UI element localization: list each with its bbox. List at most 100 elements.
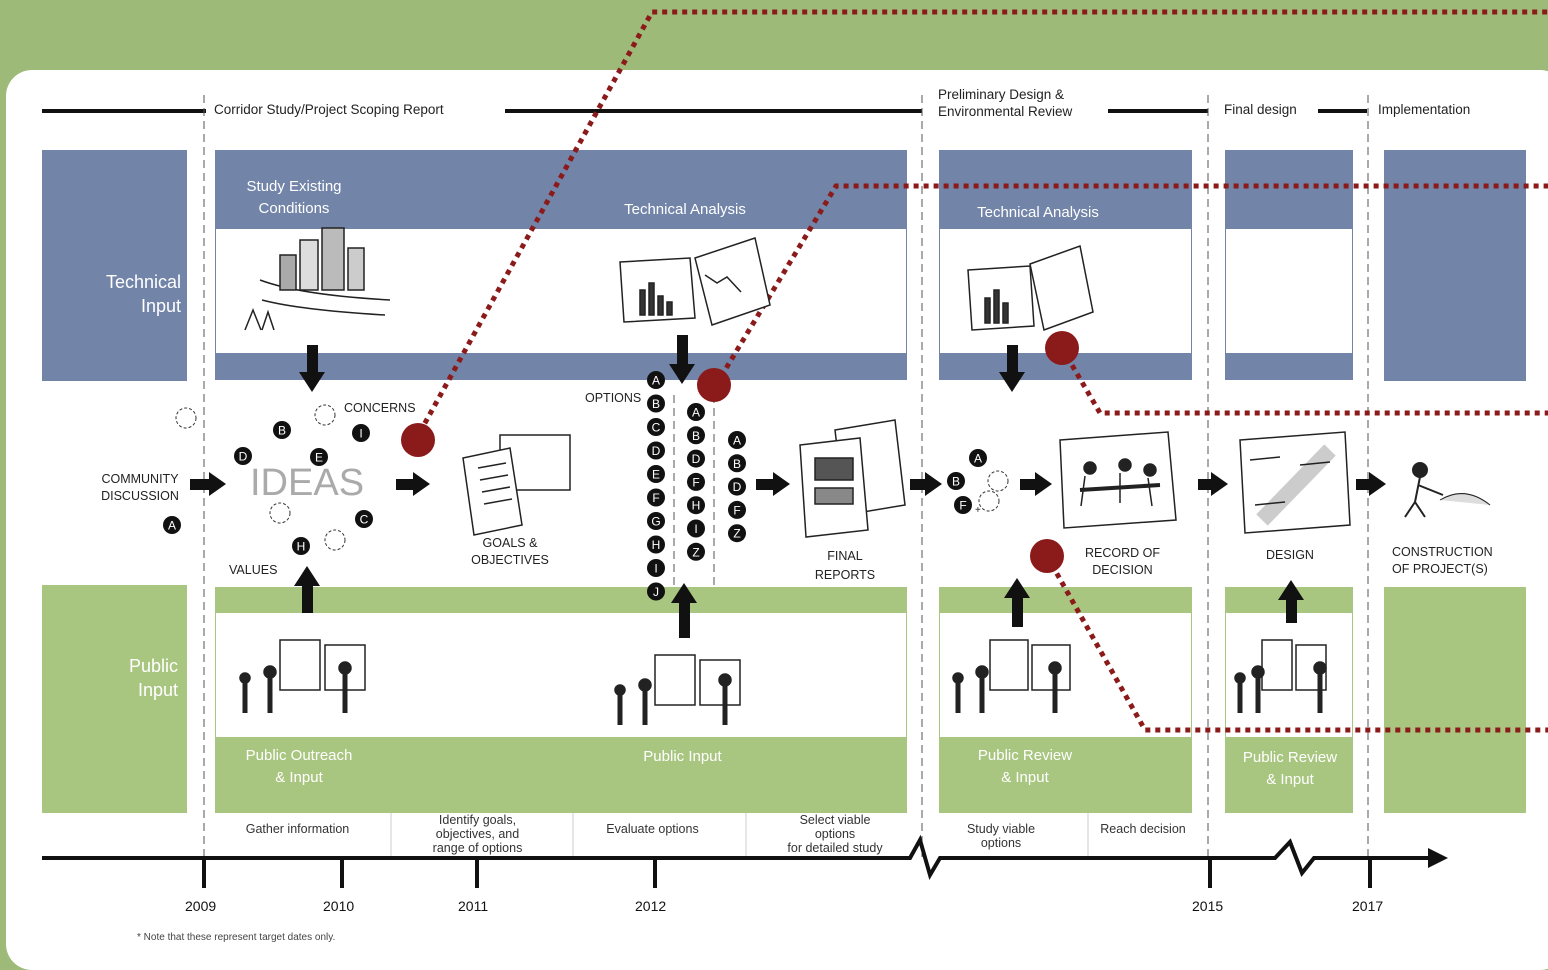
goals-document-sketch	[462, 434, 571, 536]
year-2010: 2010	[323, 898, 355, 914]
arrow-right	[190, 472, 226, 496]
option-badge-a: A	[647, 371, 665, 389]
option-badge-z: Z	[687, 542, 705, 561]
year-2015: 2015	[1192, 898, 1224, 914]
design-label: DESIGN	[1266, 548, 1314, 562]
arrow-right	[1198, 472, 1228, 496]
phase-implementation-label: Implementation	[1378, 102, 1471, 117]
arrow-down	[999, 345, 1025, 392]
option-badge-i: I	[687, 519, 705, 538]
public-input-panel-label: Public Input	[643, 748, 722, 765]
public-meeting-sketch	[1234, 639, 1327, 713]
public-meeting-sketch	[952, 639, 1071, 713]
option-badge-c: C	[355, 510, 373, 528]
svg-text:B: B	[652, 397, 660, 411]
option-badge-g: G	[647, 512, 665, 530]
arrow-up	[294, 566, 320, 613]
option-badge-b: B	[728, 454, 746, 473]
arrow-right	[910, 472, 942, 496]
option-badge-h: H	[647, 535, 665, 554]
svg-text:D: D	[692, 452, 701, 466]
arrow-right	[756, 472, 790, 496]
svg-text:F: F	[733, 503, 740, 517]
option-badge-f: F	[647, 488, 665, 507]
empty-option-circles	[175, 404, 1009, 551]
svg-text:A: A	[652, 374, 660, 388]
option-badge-d: D	[728, 477, 746, 496]
option-badge-z: Z	[728, 524, 746, 543]
year-2012: 2012	[635, 898, 667, 914]
option-badge-e: E	[310, 448, 328, 466]
svg-text:D: D	[239, 450, 248, 464]
step-reach-decision: Reach decision	[1100, 822, 1186, 836]
city-sketch-illustration	[244, 227, 391, 331]
implementation-public-band	[1384, 587, 1526, 813]
svg-text:H: H	[652, 538, 661, 552]
svg-text:A: A	[974, 452, 982, 466]
svg-text:B: B	[952, 475, 960, 489]
option-badge-f: F	[954, 496, 972, 514]
flow-arrows	[190, 335, 1386, 638]
svg-text:I: I	[654, 562, 657, 576]
option-badge-a: A	[728, 431, 746, 449]
option-badge-j: J	[647, 582, 665, 601]
callout-markers	[401, 331, 1079, 573]
phase-final-label: Final design	[1224, 102, 1297, 117]
technical-analysis-review-label: Technical Analysis	[977, 204, 1099, 221]
option-badge-h: H	[687, 496, 705, 515]
public-outreach-label: Public Outreach& Input	[245, 747, 353, 786]
svg-text:D: D	[733, 480, 742, 494]
svg-text:I: I	[694, 522, 697, 536]
option-badge-c: C	[647, 418, 665, 436]
option-badge-i: I	[352, 424, 370, 442]
svg-text:J: J	[653, 585, 659, 599]
svg-text:C: C	[360, 513, 369, 527]
svg-text:E: E	[652, 468, 660, 482]
chart-map-sketch-illustration	[967, 244, 1094, 332]
public-row-header	[42, 585, 187, 813]
step-gather-information: Gather information	[245, 822, 350, 836]
option-badge-b: B	[647, 394, 665, 413]
svg-text:F: F	[959, 499, 966, 513]
technical-row-header	[42, 150, 187, 381]
public-review-label: Public Review& Input	[977, 747, 1073, 786]
svg-text:A: A	[168, 519, 176, 533]
option-badge-b: B	[687, 426, 705, 445]
option-badge-h: H	[292, 537, 310, 555]
final-public-review-label: Public Review& Input	[1242, 749, 1338, 788]
option-badge-e: E	[647, 465, 665, 483]
arrow-up	[1004, 578, 1030, 627]
svg-text:E: E	[315, 451, 323, 465]
phase-dividers	[203, 95, 1369, 862]
svg-text:Z: Z	[692, 545, 699, 559]
phase-prelim-label-line2: Environmental Review	[938, 104, 1073, 119]
option-badge-b: B	[273, 421, 291, 439]
construction-sketch	[1404, 462, 1491, 518]
step-separators	[390, 813, 1089, 857]
arrow-right	[1356, 472, 1386, 496]
ideas-label: IDEAS	[250, 462, 365, 504]
plus-label: +	[975, 505, 981, 516]
option-badge-a: A	[969, 449, 987, 467]
concerns-label: CONCERNS	[344, 401, 416, 415]
option-badge-d: D	[234, 447, 252, 465]
svg-text:F: F	[692, 475, 699, 489]
arrow-right	[1020, 472, 1052, 496]
option-badge-b: B	[947, 472, 965, 490]
technical-analysis-label: Technical Analysis	[624, 201, 746, 218]
option-badge-i: I	[647, 559, 665, 577]
arrow-down	[299, 345, 325, 392]
svg-text:B: B	[278, 424, 286, 438]
footnote: * Note that these represent target dates…	[137, 932, 336, 943]
values-label: VALUES	[229, 563, 278, 577]
option-badge-a: A	[687, 403, 705, 421]
public-meeting-sketch	[239, 639, 366, 713]
svg-text:C: C	[652, 421, 661, 435]
